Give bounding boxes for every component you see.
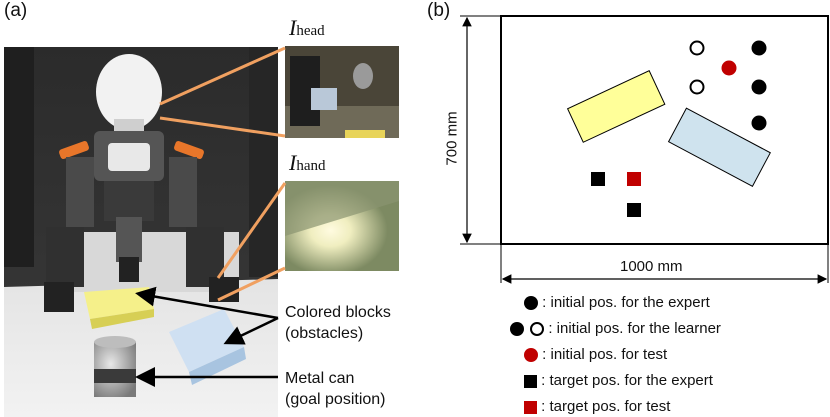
legend-row-learner-initial: : initial pos. for the learner [510, 319, 721, 339]
panel-b-label: (b) [427, 0, 451, 21]
hand-image-label: Ihand [289, 150, 326, 175]
black-dot-icon [510, 322, 524, 337]
yellow-block [566, 70, 666, 143]
blocks-callout-line2: (obstacles) [285, 325, 364, 342]
head-camera-image [285, 46, 399, 138]
legend-row-expert-initial: : initial pos. for the expert [510, 293, 710, 313]
legend-text: : initial pos. for the learner [548, 320, 721, 337]
test-initial-dot [721, 60, 737, 76]
table-layout-diagram [460, 15, 829, 284]
black-dot-icon [524, 296, 538, 311]
red-dot-icon [524, 348, 538, 363]
learner-initial-open-dot [689, 79, 705, 95]
blocks-callout: Colored blocks (obstacles) [285, 302, 391, 344]
red-square-icon [524, 400, 537, 414]
learner-initial-open-dot [689, 40, 705, 56]
blue-block [667, 107, 771, 187]
legend-row-test-initial: : initial pos. for test [510, 345, 667, 365]
can-callout: Metal can (goal position) [285, 368, 386, 410]
hand-camera-image [285, 181, 399, 271]
test-target-square [627, 172, 641, 186]
legend-text: : initial pos. for the expert [542, 294, 710, 311]
table-boundary [500, 15, 829, 245]
open-dot-icon [530, 322, 545, 337]
expert-initial-dot [751, 40, 767, 56]
can-callout-line2: (goal position) [285, 391, 386, 408]
expert-target-square [591, 172, 605, 186]
expert-initial-dot [751, 115, 767, 131]
expert-target-square [627, 203, 641, 217]
blocks-callout-line1: Colored blocks [285, 304, 391, 321]
legend-row-expert-target: : target pos. for the expert [510, 371, 713, 391]
height-dimension-label: 700 mm [443, 111, 461, 166]
can-callout-line1: Metal can [285, 370, 355, 387]
legend-text: : target pos. for test [541, 398, 671, 415]
width-dimension-label: 1000 mm [620, 258, 683, 275]
expert-initial-dot [751, 79, 767, 95]
legend-text: : target pos. for the expert [541, 372, 713, 389]
head-image-label: Ihead [289, 15, 325, 40]
black-square-icon [524, 374, 537, 388]
panel-a-label: (a) [4, 0, 28, 21]
robot-photo [4, 47, 278, 417]
legend-text: : initial pos. for test [542, 346, 668, 363]
legend-row-test-target: : target pos. for test [510, 397, 670, 417]
